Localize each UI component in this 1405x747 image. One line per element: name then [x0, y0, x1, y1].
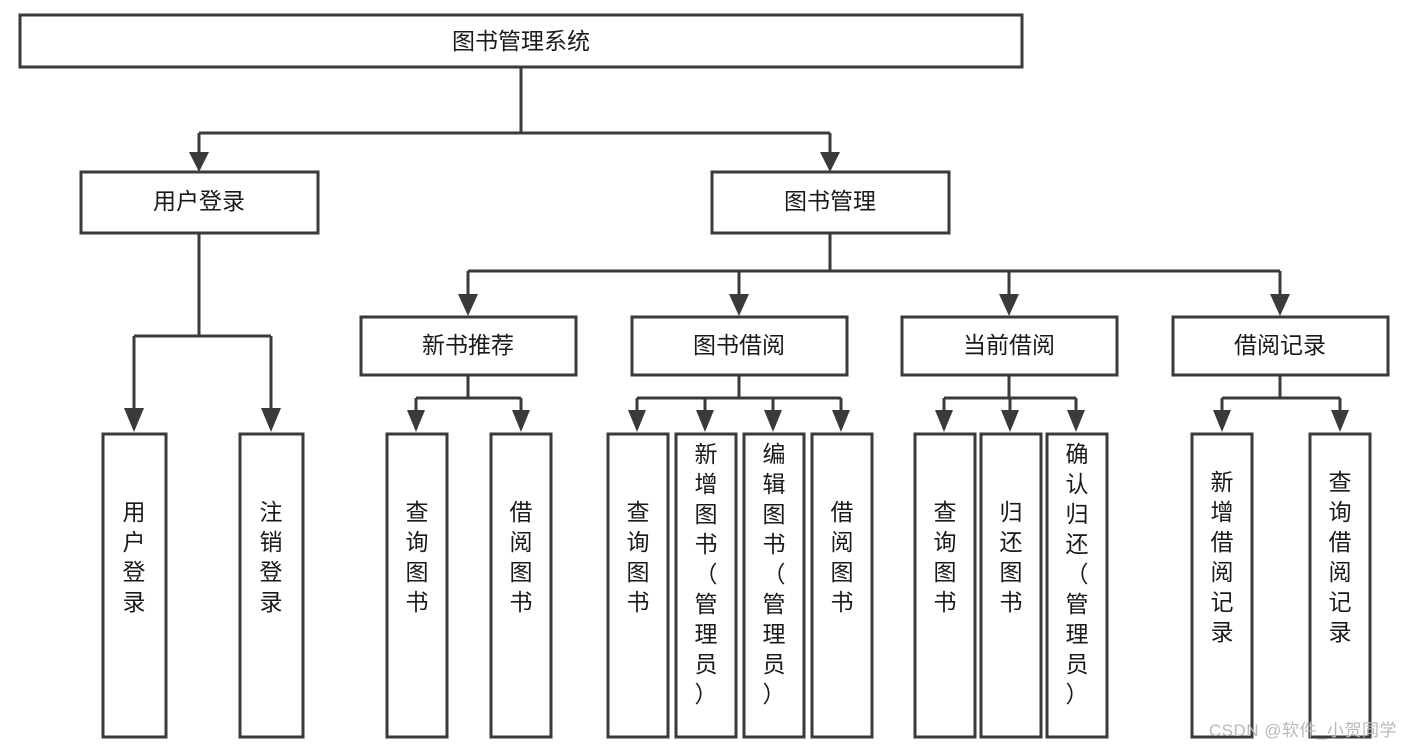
leaf-book-borrow-3[interactable]: 编辑图书（管理员）: [742, 432, 806, 739]
node-borrow-record[interactable]: 借阅记录: [1171, 315, 1390, 377]
leaf-new-book-2[interactable]: 借阅图书: [489, 432, 553, 739]
book-borrow-box[interactable]: [630, 315, 849, 377]
arrow-record-leaf-2: [1331, 410, 1349, 432]
arrow-to-book-borrow: [729, 294, 749, 316]
book-borrow-label: 图书借阅: [693, 332, 785, 358]
arrow-borrow-leaf-4: [832, 410, 850, 432]
current-borrow-box[interactable]: [900, 315, 1119, 377]
leaf-current-borrow-2[interactable]: 归还图书: [979, 432, 1043, 739]
arrow-newbook-leaf-1: [407, 410, 425, 432]
arrow-current-leaf-1: [935, 410, 953, 432]
leaf-box[interactable]: [810, 432, 874, 739]
node-book-management[interactable]: 图书管理: [710, 170, 951, 235]
leaf-label: 借阅图书: [831, 499, 854, 615]
arrow-borrow-leaf-1: [628, 410, 646, 432]
current-borrow-label: 当前借阅: [963, 332, 1055, 358]
root-box[interactable]: [18, 13, 1024, 69]
arrow-to-book-mgmt: [820, 152, 840, 172]
arrow-current-leaf-2: [1001, 410, 1019, 432]
leaf-label: 借阅图书: [510, 499, 533, 615]
leaf-box[interactable]: [101, 432, 168, 739]
leaf-book-borrow-2[interactable]: 新增图书（管理员）: [674, 432, 738, 739]
leaf-box[interactable]: [913, 432, 977, 739]
leaf-box[interactable]: [606, 432, 670, 739]
arrow-newbook-leaf-2: [512, 410, 530, 432]
arrow-current-leaf-3: [1067, 410, 1085, 432]
leaf-box[interactable]: [742, 432, 806, 739]
arrow-to-current-borrow: [999, 294, 1019, 316]
leaf-label: 归还图书: [1000, 499, 1023, 615]
leaf-box[interactable]: [385, 432, 449, 739]
leaf-box[interactable]: [1045, 432, 1109, 739]
leaf-box[interactable]: [979, 432, 1043, 739]
leaf-current-borrow-1[interactable]: 查询图书: [913, 432, 977, 739]
leaf-book-borrow-4[interactable]: 借阅图书: [810, 432, 874, 739]
leaf-borrow-record-2[interactable]: 查询借阅记录: [1308, 432, 1372, 739]
leaf-label: 确认归还（管理员）: [1066, 441, 1089, 707]
leaf-label: 查询借阅记录: [1329, 469, 1352, 645]
root-label: 图书管理系统: [452, 28, 590, 54]
arrow-borrow-leaf-3: [764, 410, 782, 432]
leaf-label: 查询图书: [627, 499, 650, 615]
arrow-to-user-login: [189, 152, 209, 172]
book-management-box[interactable]: [710, 170, 951, 235]
arrow-userlogin-leaf-1: [124, 408, 144, 432]
borrow-record-box[interactable]: [1171, 315, 1390, 377]
leaf-box[interactable]: [1308, 432, 1372, 739]
new-book-recommend-box[interactable]: [359, 315, 578, 377]
new-book-recommend-label: 新书推荐: [422, 332, 514, 358]
leaf-label: 查询图书: [406, 499, 429, 615]
leaf-new-book-1[interactable]: 查询图书: [385, 432, 449, 739]
leaf-box[interactable]: [238, 432, 305, 739]
leaf-user-login-2[interactable]: 注销登录: [238, 432, 305, 739]
arrow-to-borrow-record: [1270, 294, 1290, 316]
node-root[interactable]: 图书管理系统: [18, 13, 1024, 69]
connector-layer: [132, 67, 1342, 412]
node-current-borrow[interactable]: 当前借阅: [900, 315, 1119, 377]
leaf-label: 新增借阅记录: [1211, 469, 1234, 645]
user-login-label: 用户登录: [153, 188, 245, 214]
arrow-userlogin-leaf-2: [261, 408, 281, 432]
node-new-book-recommend[interactable]: 新书推荐: [359, 315, 578, 377]
leaf-box[interactable]: [489, 432, 553, 739]
book-management-label: 图书管理: [784, 188, 876, 214]
leaf-label: 编辑图书（管理员）: [763, 441, 786, 707]
arrow-borrow-leaf-2: [696, 410, 714, 432]
user-login-box[interactable]: [79, 170, 320, 235]
arrow-to-new-book: [458, 294, 478, 316]
leaf-borrow-record-1[interactable]: 新增借阅记录: [1190, 432, 1254, 739]
arrow-record-leaf-1: [1213, 410, 1231, 432]
leaf-current-borrow-3[interactable]: 确认归还（管理员）: [1045, 432, 1109, 739]
leaf-label: 新增图书（管理员）: [695, 441, 718, 707]
leaf-label: 用户登录: [123, 499, 146, 615]
node-user-login[interactable]: 用户登录: [79, 170, 320, 235]
node-book-borrow[interactable]: 图书借阅: [630, 315, 849, 377]
leaf-box[interactable]: [1190, 432, 1254, 739]
leaf-user-login-1[interactable]: 用户登录: [101, 432, 168, 739]
borrow-record-label: 借阅记录: [1234, 332, 1326, 358]
leaf-book-borrow-1[interactable]: 查询图书: [606, 432, 670, 739]
leaf-label: 注销登录: [260, 499, 283, 615]
leaf-box[interactable]: [674, 432, 738, 739]
arrowhead-layer: [124, 152, 1349, 432]
leaf-label: 查询图书: [934, 499, 957, 615]
